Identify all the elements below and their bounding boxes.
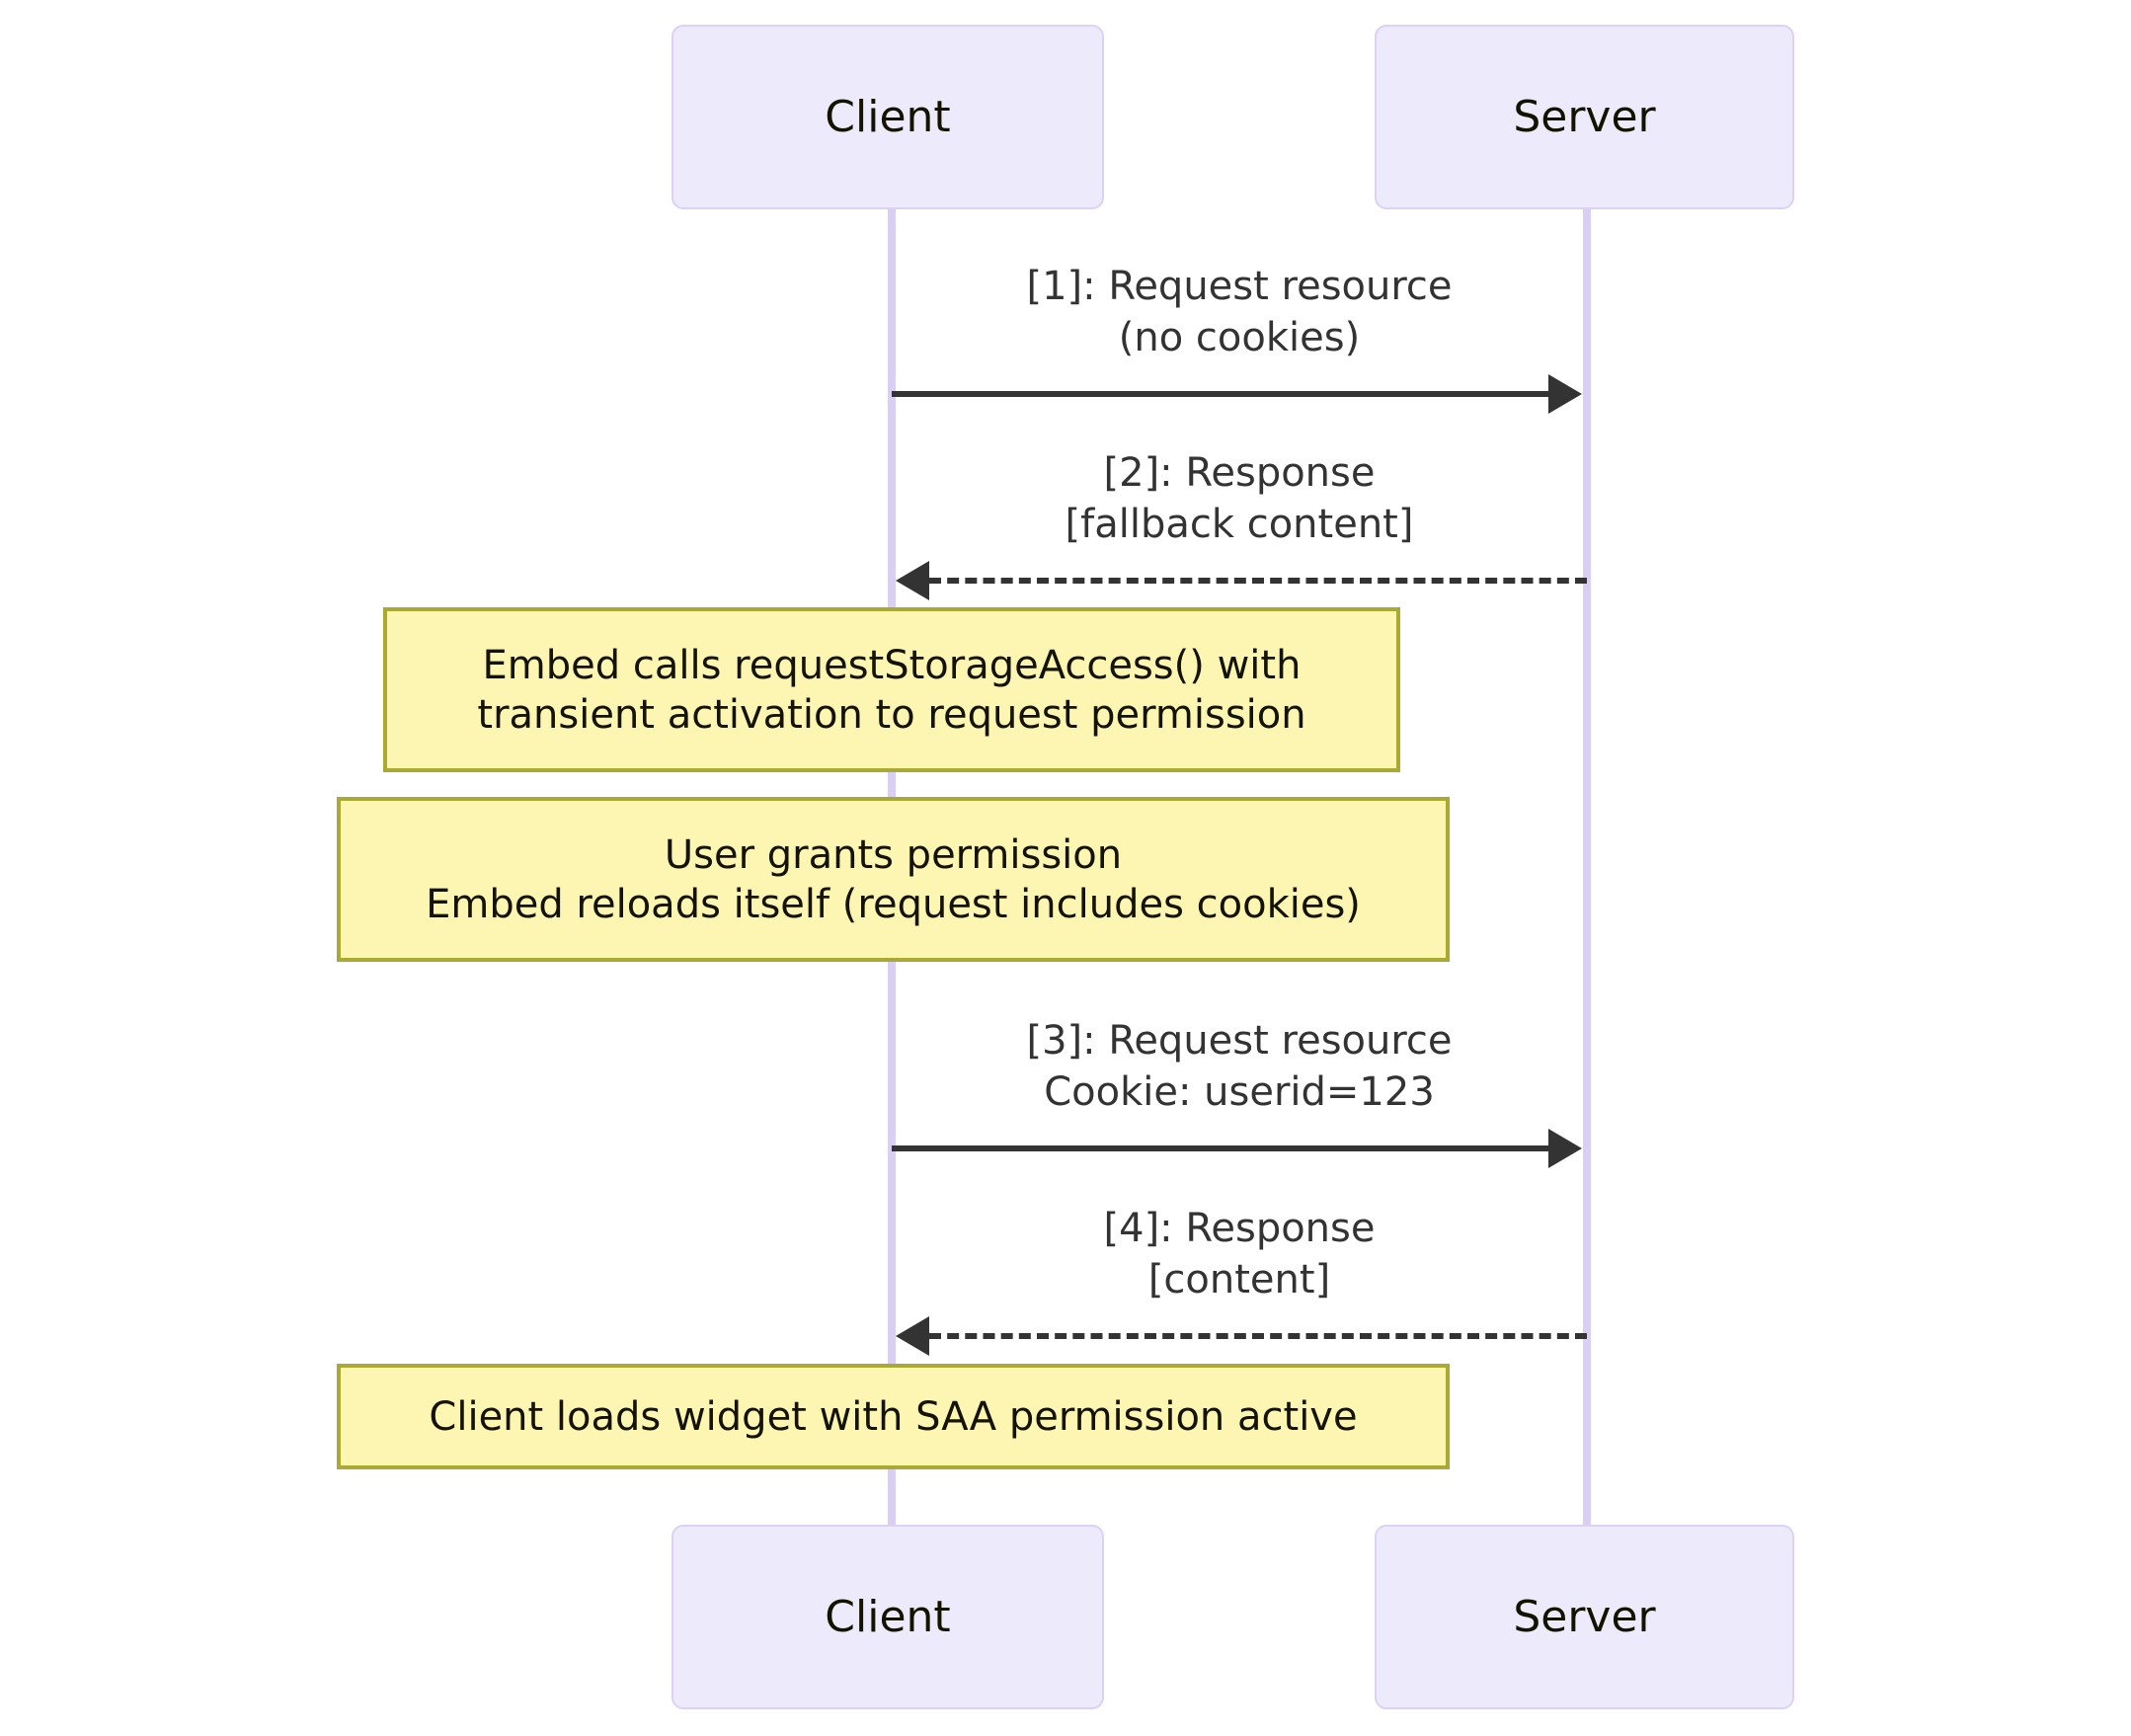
message-2-arrowhead-icon: [896, 561, 929, 600]
actor-label-client-bottom: Client: [825, 1591, 951, 1642]
actor-label-client-top: Client: [825, 91, 951, 142]
message-3-arrowhead-icon: [1548, 1129, 1582, 1168]
message-2-label-line1: [2]: Response: [1103, 450, 1376, 496]
message-4-label-line1: [4]: Response: [1103, 1206, 1376, 1251]
actor-label-server-top: Server: [1513, 91, 1656, 142]
actor-box-client-bottom[interactable]: Client: [671, 1525, 1104, 1709]
message-3-label-line1: [3]: Request resource: [1026, 1018, 1453, 1064]
message-3-label-line2: Cookie: userid=123: [1044, 1069, 1435, 1115]
note-1-text: Embed calls requestStorageAccess() with …: [477, 642, 1306, 738]
actor-box-server-top[interactable]: Server: [1375, 25, 1794, 209]
note-3-text: Client loads widget with SAA permission …: [429, 1393, 1358, 1440]
actor-label-server-bottom: Server: [1513, 1591, 1656, 1642]
message-1-label-line1: [1]: Request resource: [1026, 264, 1453, 309]
note-2-text: User grants permission Embed reloads its…: [426, 831, 1361, 927]
message-2-label-line2: [fallback content]: [1065, 502, 1414, 547]
message-4-arrowhead-icon: [896, 1316, 929, 1356]
note-1: Embed calls requestStorageAccess() with …: [383, 607, 1400, 772]
message-1-label-line2: (no cookies): [1118, 315, 1361, 360]
message-4-label-line2: [content]: [1147, 1257, 1331, 1302]
note-2: User grants permission Embed reloads its…: [337, 797, 1450, 962]
note-3: Client loads widget with SAA permission …: [337, 1364, 1450, 1469]
actor-box-client-top[interactable]: Client: [671, 25, 1104, 209]
message-1-arrowhead-icon: [1548, 374, 1582, 414]
message-1-line: [892, 391, 1548, 397]
lifeline-server: [1583, 207, 1591, 1525]
actor-box-server-bottom[interactable]: Server: [1375, 1525, 1794, 1709]
message-4-line: [929, 1333, 1587, 1339]
message-2-line: [929, 578, 1587, 584]
message-3-line: [892, 1145, 1548, 1151]
